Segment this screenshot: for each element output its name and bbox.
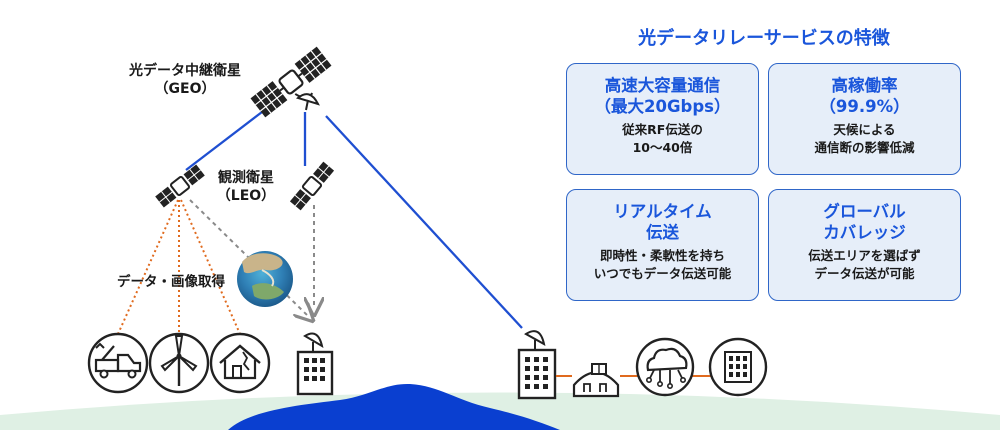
feature-card-realtime: リアルタイム 伝送 即時性・柔軟性を持ち いつでもデータ伝送可能: [566, 189, 759, 301]
geo-satellite-label: 光データ中継衛星 （GEO）: [100, 62, 270, 98]
card-desc-line2: 10～40倍: [632, 140, 693, 156]
card-desc-line1: 従来RF伝送の: [622, 122, 703, 138]
card-heading-line1: 高速大容量通信: [604, 76, 721, 95]
feature-card-availability: 高稼働率 （99.9%） 天候による 通信断の影響低減: [768, 63, 961, 175]
acquisition-label: データ・画像取得: [96, 274, 246, 292]
acquisition-label-text: データ・画像取得: [117, 274, 225, 290]
feature-card-global-coverage: グローバル カバレッジ 伝送エリアを選ばず データ伝送が可能: [768, 189, 961, 301]
geo-antenna-icon: [295, 93, 320, 111]
geo-satellite-icon: [250, 46, 332, 118]
leo-label-line1: 観測衛星: [218, 170, 274, 186]
card-desc-line2: いつでもデータ伝送可能: [593, 266, 732, 282]
ground-station-icon: [296, 332, 334, 396]
card-heading-line2: 伝送: [646, 223, 679, 243]
card-desc: 伝送エリアを選ばず データ伝送が可能: [769, 247, 960, 283]
cloud-network-icon: [635, 337, 695, 397]
leo-label-line2: （LEO）: [216, 188, 276, 205]
card-desc-line1: 天候による: [833, 122, 896, 138]
card-desc: 従来RF伝送の 10～40倍: [567, 121, 758, 157]
card-desc-line2: 通信断の影響低減: [814, 140, 915, 156]
card-desc-line2: データ伝送が可能: [814, 266, 915, 282]
data-center-icon: [572, 363, 620, 398]
card-desc-line1: 伝送エリアを選ばず: [808, 248, 921, 264]
leo-satellite-icon: [155, 164, 205, 208]
damaged-house-icon: [209, 332, 271, 394]
card-desc: 天候による 通信断の影響低減: [769, 121, 960, 157]
card-heading-line2: （99.9%）: [819, 97, 910, 117]
geo-label-line1: 光データ中継衛星: [129, 63, 241, 79]
sea: [228, 383, 560, 430]
card-heading-line1: グローバル: [823, 202, 906, 221]
earth-photo-icon: [237, 251, 293, 307]
card-heading-line1: 高稼働率: [831, 76, 898, 95]
features-title: 光データリレーサービスの特徴: [638, 28, 890, 49]
geo-label-line2: （GEO）: [154, 81, 216, 98]
optical-links: [185, 111, 523, 329]
server-icon: [708, 337, 768, 397]
card-heading-line2: カバレッジ: [823, 223, 906, 243]
card-heading-line1: リアルタイム: [613, 202, 712, 221]
leo-satellite-label: 観測衛星 （LEO）: [196, 169, 296, 205]
card-desc: 即時性・柔軟性を持ち いつでもデータ伝送可能: [567, 247, 758, 283]
tow-truck-icon: [87, 332, 149, 394]
feature-card-high-capacity: 高速大容量通信 （最大20Gbps） 従来RF伝送の 10～40倍: [566, 63, 759, 175]
card-heading-line2: （最大20Gbps）: [594, 97, 731, 117]
wind-turbine-icon: [148, 332, 210, 394]
ground-station-icon: [517, 330, 557, 400]
leo-satellite-icon: [289, 161, 335, 211]
acquisition-lines: [117, 199, 241, 335]
card-desc-line1: 即時性・柔軟性を持ち: [599, 248, 725, 264]
